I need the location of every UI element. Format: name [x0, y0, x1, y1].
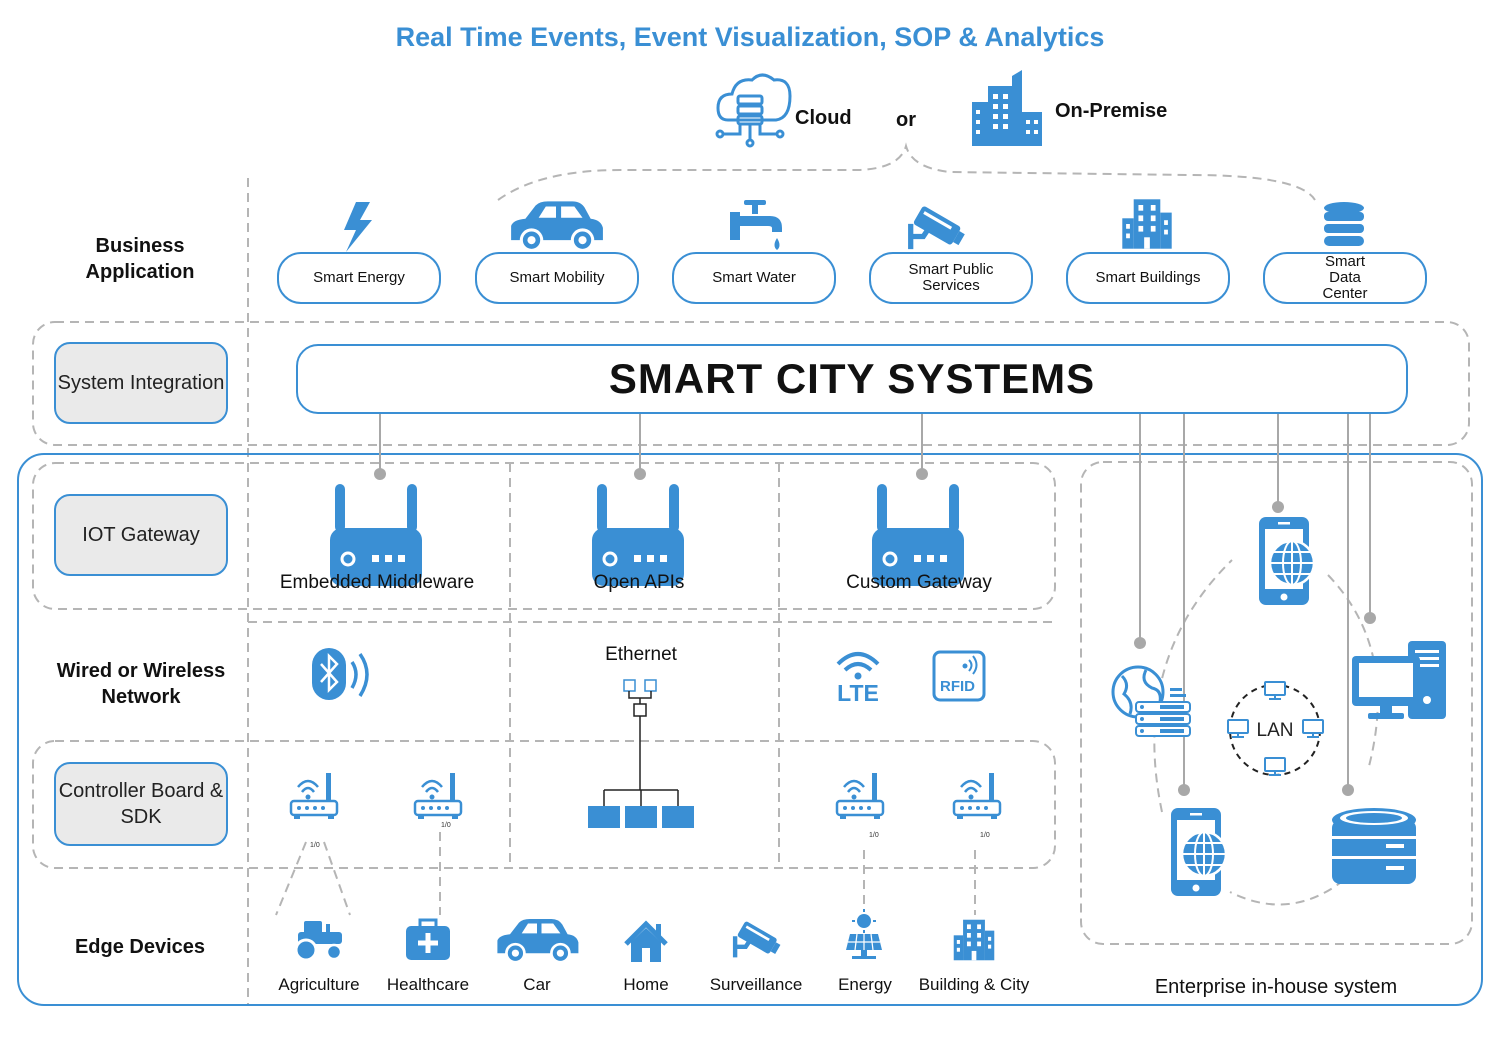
io-label: 1/0 [869, 832, 879, 839]
tractor-icon [294, 921, 343, 962]
car-icon [496, 917, 580, 964]
bluetooth-icon [312, 648, 369, 700]
faucet-icon [730, 200, 782, 250]
enterprise-label: Enterprise in-house system [1154, 976, 1398, 998]
lte-label: LTE [837, 680, 879, 706]
app-smart-water: Smart Water [672, 252, 836, 304]
solar-energy-icon [846, 909, 882, 959]
lan-label: LAN [1256, 720, 1294, 741]
on-premise-building-icon [972, 70, 1042, 146]
building-city-icon [953, 919, 995, 961]
cloud-server-icon [715, 73, 792, 148]
row-label-business-application: Business Application [85, 235, 195, 283]
edge-building-city: Building & City [918, 975, 1030, 994]
edge-surveillance: Surveillance [709, 975, 803, 994]
smart-city-systems-bar: SMART CITY SYSTEMS [296, 344, 1408, 414]
edge-energy: Energy [838, 975, 892, 994]
edge-healthcare: Healthcare [386, 975, 470, 994]
building-icon [1122, 199, 1172, 249]
row-label-network: Wired or Wireless Network [56, 660, 226, 708]
app-smart-mobility: Smart Mobility [475, 252, 639, 304]
home-icon [624, 920, 668, 962]
cloud-label: Cloud [795, 107, 852, 129]
surveillance-camera-icon [735, 921, 782, 958]
page-title: Real Time Events, Event Visualization, S… [395, 22, 1105, 52]
database-icon [1324, 202, 1364, 246]
app-smart-data-center: Smart Data Center [1263, 252, 1427, 304]
app-smart-public-services: Smart Public Services [869, 252, 1033, 304]
io-label: 1/0 [310, 842, 320, 849]
rfid-icon [932, 650, 986, 702]
database-server-icon [1328, 808, 1420, 884]
wifi-router-icon [835, 771, 885, 821]
edge-car: Car [523, 975, 551, 994]
mobile-globe-icon [1257, 515, 1316, 607]
io-label: 1/0 [980, 832, 990, 839]
medical-kit-icon [406, 918, 450, 960]
mobile-globe-icon [1169, 806, 1228, 898]
router-icon [328, 482, 424, 588]
ethernet-icon [588, 679, 694, 828]
globe-server-icon [1111, 665, 1191, 737]
lte-icon [836, 652, 880, 680]
edge-agriculture: Agriculture [278, 975, 360, 994]
io-label: 1/0 [441, 822, 451, 829]
app-smart-energy: Smart Energy [277, 252, 441, 304]
ethernet-label: Ethernet [605, 644, 677, 665]
or-label: or [896, 109, 916, 131]
on-premise-label: On-Premise [1055, 100, 1168, 122]
gateway-open-apis: Open APIs [593, 572, 685, 593]
row-label-edge-devices: Edge Devices [74, 936, 206, 958]
wifi-router-icon [289, 771, 339, 821]
edge-home: Home [623, 975, 669, 994]
rfid-label: RFID [940, 678, 975, 695]
gateway-embedded-middleware: Embedded Middleware [279, 572, 475, 593]
router-icon [870, 482, 966, 588]
gateway-custom: Custom Gateway [846, 572, 992, 593]
router-icon [590, 482, 686, 588]
car-icon [509, 199, 605, 252]
row-label-controller-board: Controller Board & SDK [54, 762, 228, 846]
desktop-computer-icon [1352, 641, 1446, 719]
cctv-camera-icon [911, 205, 967, 249]
lan-network-icon [1227, 681, 1324, 776]
wifi-router-icon [413, 771, 463, 821]
row-label-system-integration: System Integration [54, 342, 228, 424]
lightning-icon [344, 202, 372, 252]
wifi-router-icon [952, 771, 1002, 821]
app-smart-buildings: Smart Buildings [1066, 252, 1230, 304]
row-label-iot-gateway: IOT Gateway [54, 494, 228, 576]
